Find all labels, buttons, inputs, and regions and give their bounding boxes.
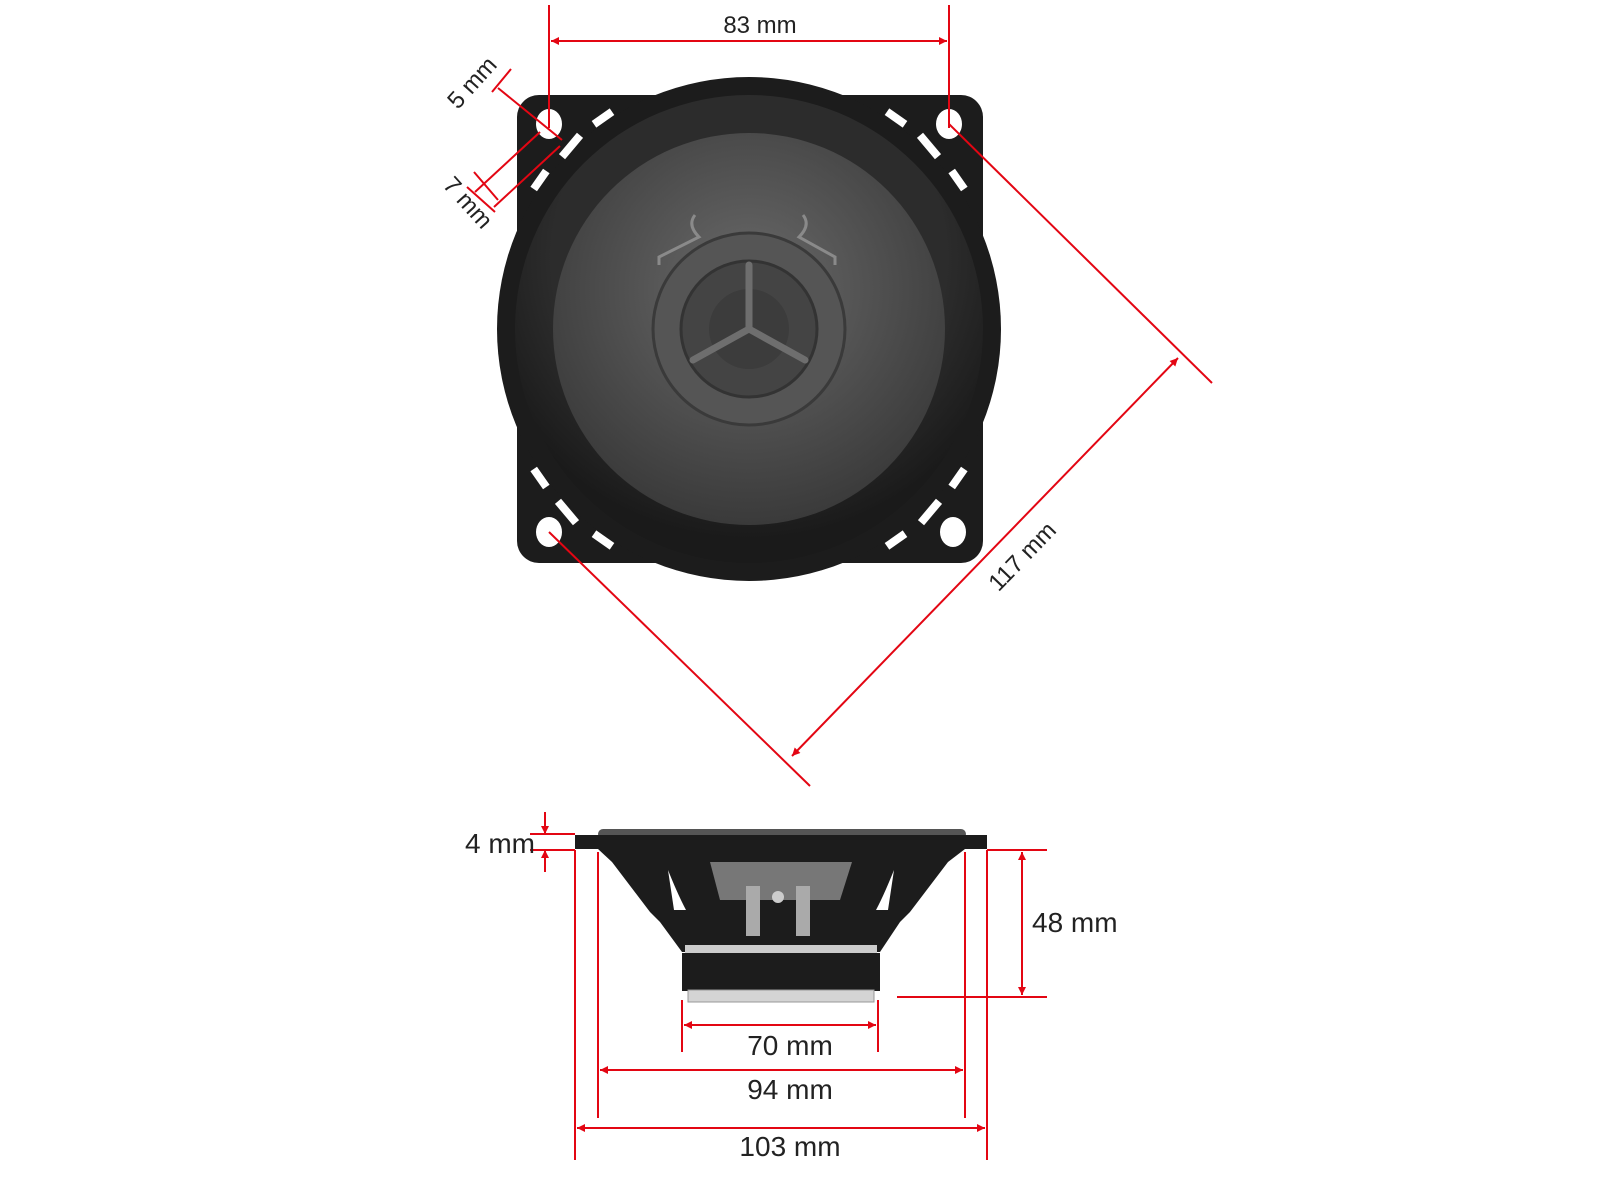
dimension-48mm: 48 mm xyxy=(897,849,1118,998)
cone-back xyxy=(710,862,852,900)
dimension-103mm: 103 mm xyxy=(574,850,988,1162)
speaker-top-view xyxy=(497,77,1001,581)
dimension-label-83mm: 83 mm xyxy=(723,12,796,39)
dimension-4mm: 4 mm xyxy=(465,812,575,872)
dimension-label-7mm: 7 mm xyxy=(437,172,497,235)
magnet xyxy=(682,953,880,991)
terminal-center xyxy=(772,891,784,903)
dimension-94mm: 94 mm xyxy=(597,852,966,1118)
magnet-bottom-plate xyxy=(687,989,875,1003)
magnet-top-plate xyxy=(685,945,877,954)
terminal-right xyxy=(796,886,810,936)
dimension-label-103mm: 103 mm xyxy=(739,1131,840,1162)
dimension-70mm: 70 mm xyxy=(681,1000,879,1061)
flange xyxy=(575,835,987,849)
mounting-hole-bottom-right xyxy=(940,517,966,547)
tweeter-bridge xyxy=(689,261,809,364)
dimension-label-4mm: 4 mm xyxy=(465,828,535,859)
dimension-83mm: 83 mm xyxy=(548,5,950,128)
terminal-left xyxy=(746,886,760,936)
tweeter-wire xyxy=(657,214,837,265)
dimension-label-70mm: 70 mm xyxy=(747,1030,833,1061)
dimension-label-48mm: 48 mm xyxy=(1032,907,1118,938)
dimension-label-94mm: 94 mm xyxy=(747,1074,833,1105)
dimension-label-5mm: 5 mm xyxy=(442,52,502,115)
speaker-side-view xyxy=(575,829,987,1003)
dimension-label-117mm: 117 mm xyxy=(983,517,1061,597)
